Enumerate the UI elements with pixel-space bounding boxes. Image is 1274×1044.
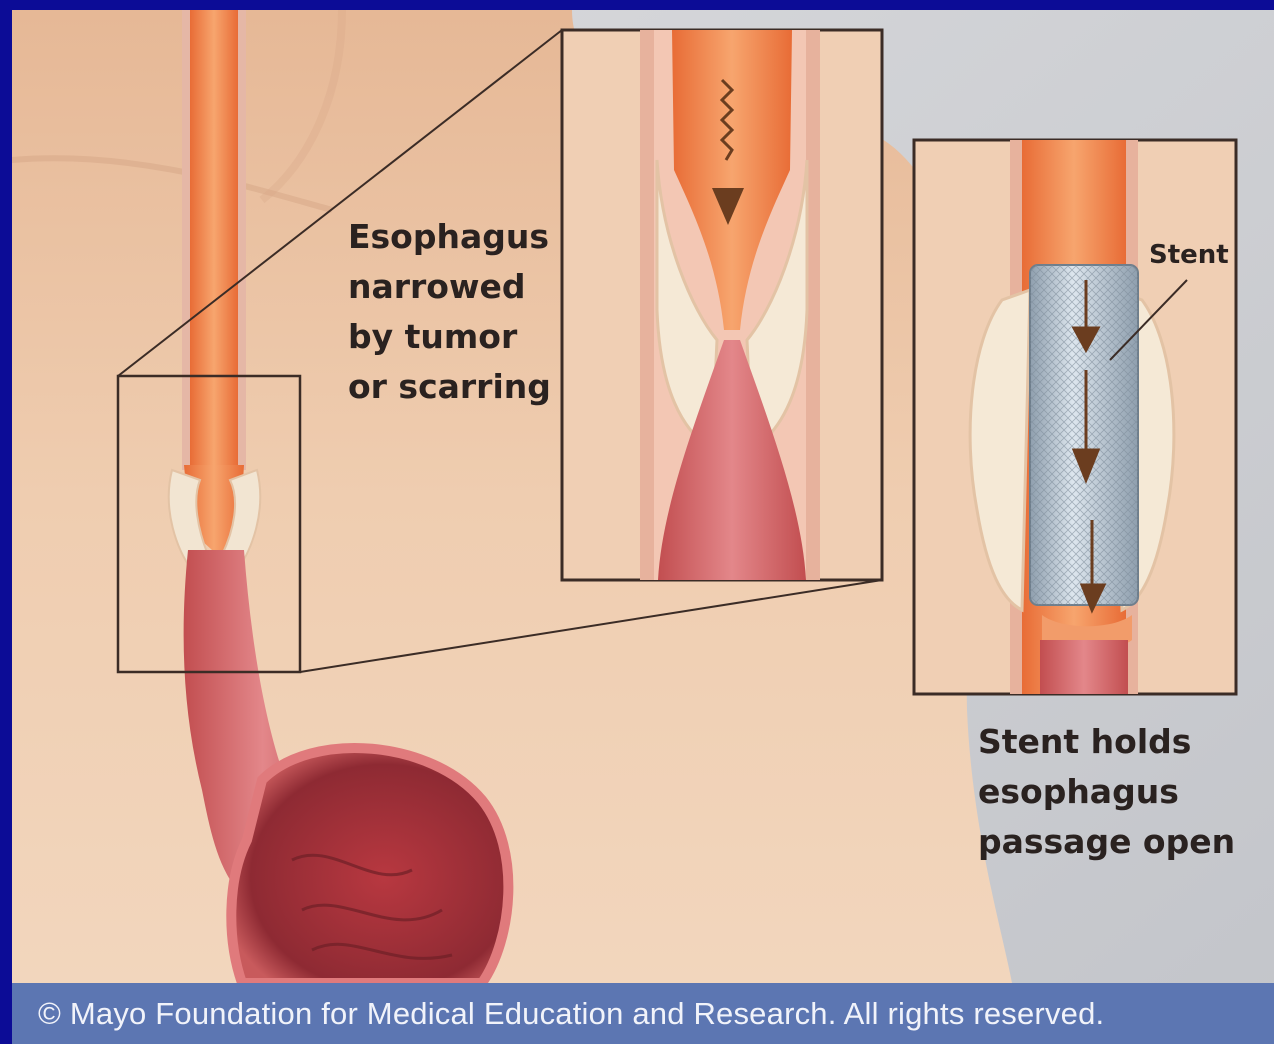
copyright-bar: © Mayo Foundation for Medical Education … [12, 983, 1274, 1044]
illustration-panel: Esophagus narrowed by tumor or scarring … [12, 10, 1274, 1044]
stent-holds-label-line: passage open [978, 817, 1235, 867]
magnified-narrowing-inset [562, 30, 882, 580]
stomach [231, 748, 508, 983]
stent-inset [914, 140, 1236, 694]
narrowed-label-line: Esophagus [348, 212, 551, 262]
stent-holds-label-line: esophagus [978, 767, 1235, 817]
stent-holds-label: Stent holds esophagus passage open [978, 717, 1235, 867]
copyright-text: © Mayo Foundation for Medical Education … [38, 996, 1104, 1032]
narrowed-esophagus-label: Esophagus narrowed by tumor or scarring [348, 212, 551, 412]
stent-holds-label-line: Stent holds [978, 717, 1235, 767]
stent-callout-label: Stent [1149, 240, 1229, 270]
narrowed-label-line: narrowed [348, 262, 551, 312]
esophageal-stent-illustration [12, 10, 1274, 1044]
narrowed-label-line: by tumor [348, 312, 551, 362]
narrowed-label-line: or scarring [348, 362, 551, 412]
